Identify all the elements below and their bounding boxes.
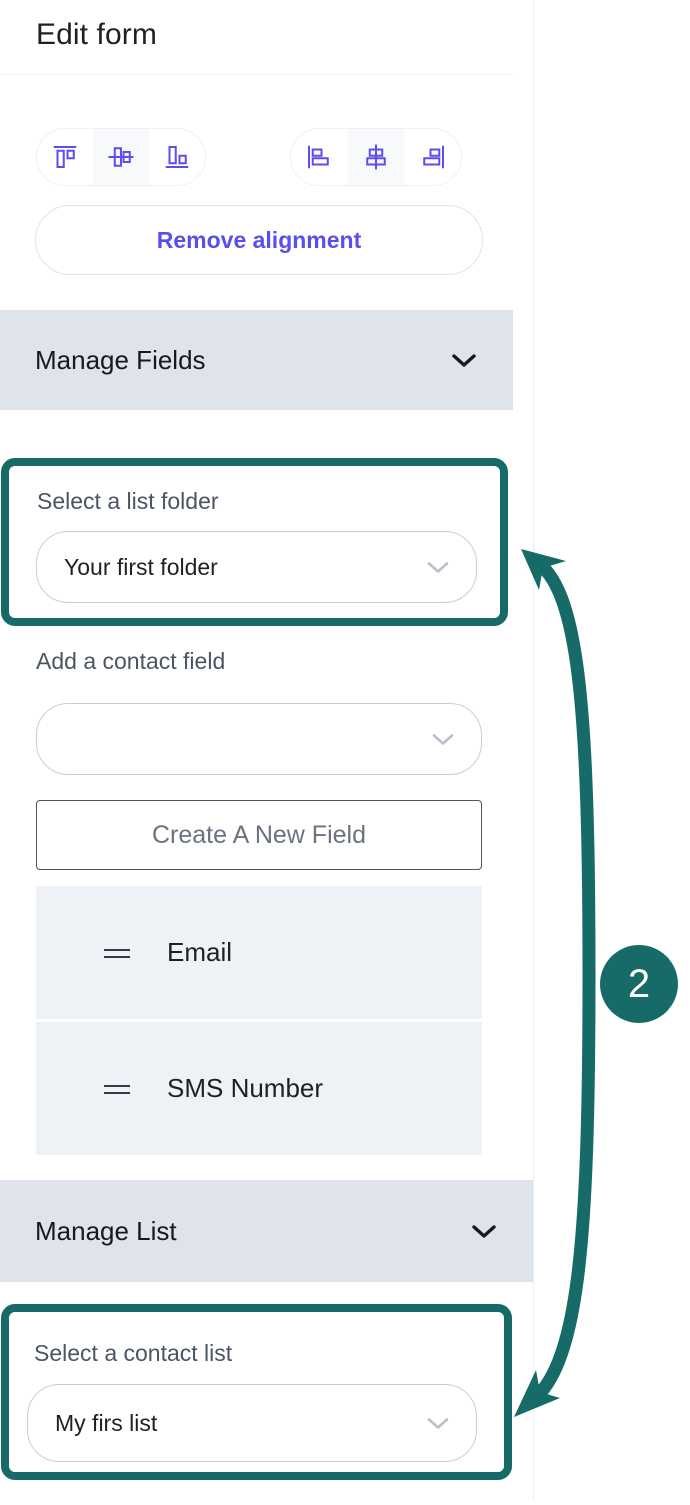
vertical-alignment-group: [36, 128, 206, 186]
edit-form-panel: Edit form: [0, 0, 533, 1282]
align-middle-button[interactable]: [93, 129, 149, 185]
align-right-icon: [418, 142, 448, 172]
align-center-button[interactable]: [347, 129, 405, 185]
section-header-manage-fields[interactable]: Manage Fields: [0, 310, 513, 410]
panel-header: Edit form: [0, 0, 513, 75]
add-contact-field-select[interactable]: [36, 703, 482, 775]
field-row[interactable]: Email: [36, 886, 482, 1019]
select-contact-list-label: Select a contact list: [34, 1340, 233, 1366]
drag-handle-icon[interactable]: [104, 1082, 130, 1096]
align-center-icon: [361, 142, 391, 172]
chevron-down-icon: [471, 1223, 497, 1239]
chevron-down-icon: [451, 352, 477, 368]
align-top-icon: [50, 142, 80, 172]
align-middle-icon: [106, 142, 136, 172]
section-header-manage-list[interactable]: Manage List: [0, 1180, 533, 1282]
select-list-folder-label: Select a list folder: [37, 488, 219, 514]
page-title: Edit form: [36, 18, 157, 51]
chevron-down-icon: [426, 1416, 450, 1431]
align-left-button[interactable]: [291, 129, 348, 185]
select-list-folder-value: Your first folder: [64, 553, 218, 580]
panel-divider: [533, 0, 534, 1500]
horizontal-alignment-group: [290, 128, 462, 186]
align-bottom-icon: [162, 142, 192, 172]
align-right-button[interactable]: [404, 129, 461, 185]
align-bottom-button[interactable]: [149, 129, 205, 185]
section-title-manage-list: Manage List: [35, 1215, 177, 1246]
select-contact-list-value: My firs list: [55, 1409, 158, 1436]
create-new-field-button[interactable]: Create A New Field: [36, 800, 482, 870]
align-top-button[interactable]: [37, 129, 93, 185]
add-contact-field-label: Add a contact field: [36, 648, 226, 674]
highlight-select-list-folder: Select a list folder Your first folder: [1, 458, 508, 626]
highlight-select-contact-list: Select a contact list My firs list: [1, 1304, 512, 1480]
chevron-down-icon: [431, 732, 455, 747]
remove-alignment-button[interactable]: Remove alignment: [35, 205, 483, 275]
step-badge: 2: [600, 945, 678, 1023]
chevron-down-icon: [426, 560, 450, 575]
select-list-folder-dropdown[interactable]: Your first folder: [36, 531, 477, 603]
section-title-manage-fields: Manage Fields: [35, 344, 206, 375]
field-row-label: Email: [167, 937, 233, 967]
select-contact-list-dropdown[interactable]: My firs list: [27, 1384, 477, 1462]
field-row[interactable]: SMS Number: [36, 1022, 482, 1155]
alignment-toolbar: [0, 128, 513, 186]
field-row-label: SMS Number: [167, 1073, 324, 1103]
align-left-icon: [304, 142, 334, 172]
drag-handle-icon[interactable]: [104, 946, 130, 960]
